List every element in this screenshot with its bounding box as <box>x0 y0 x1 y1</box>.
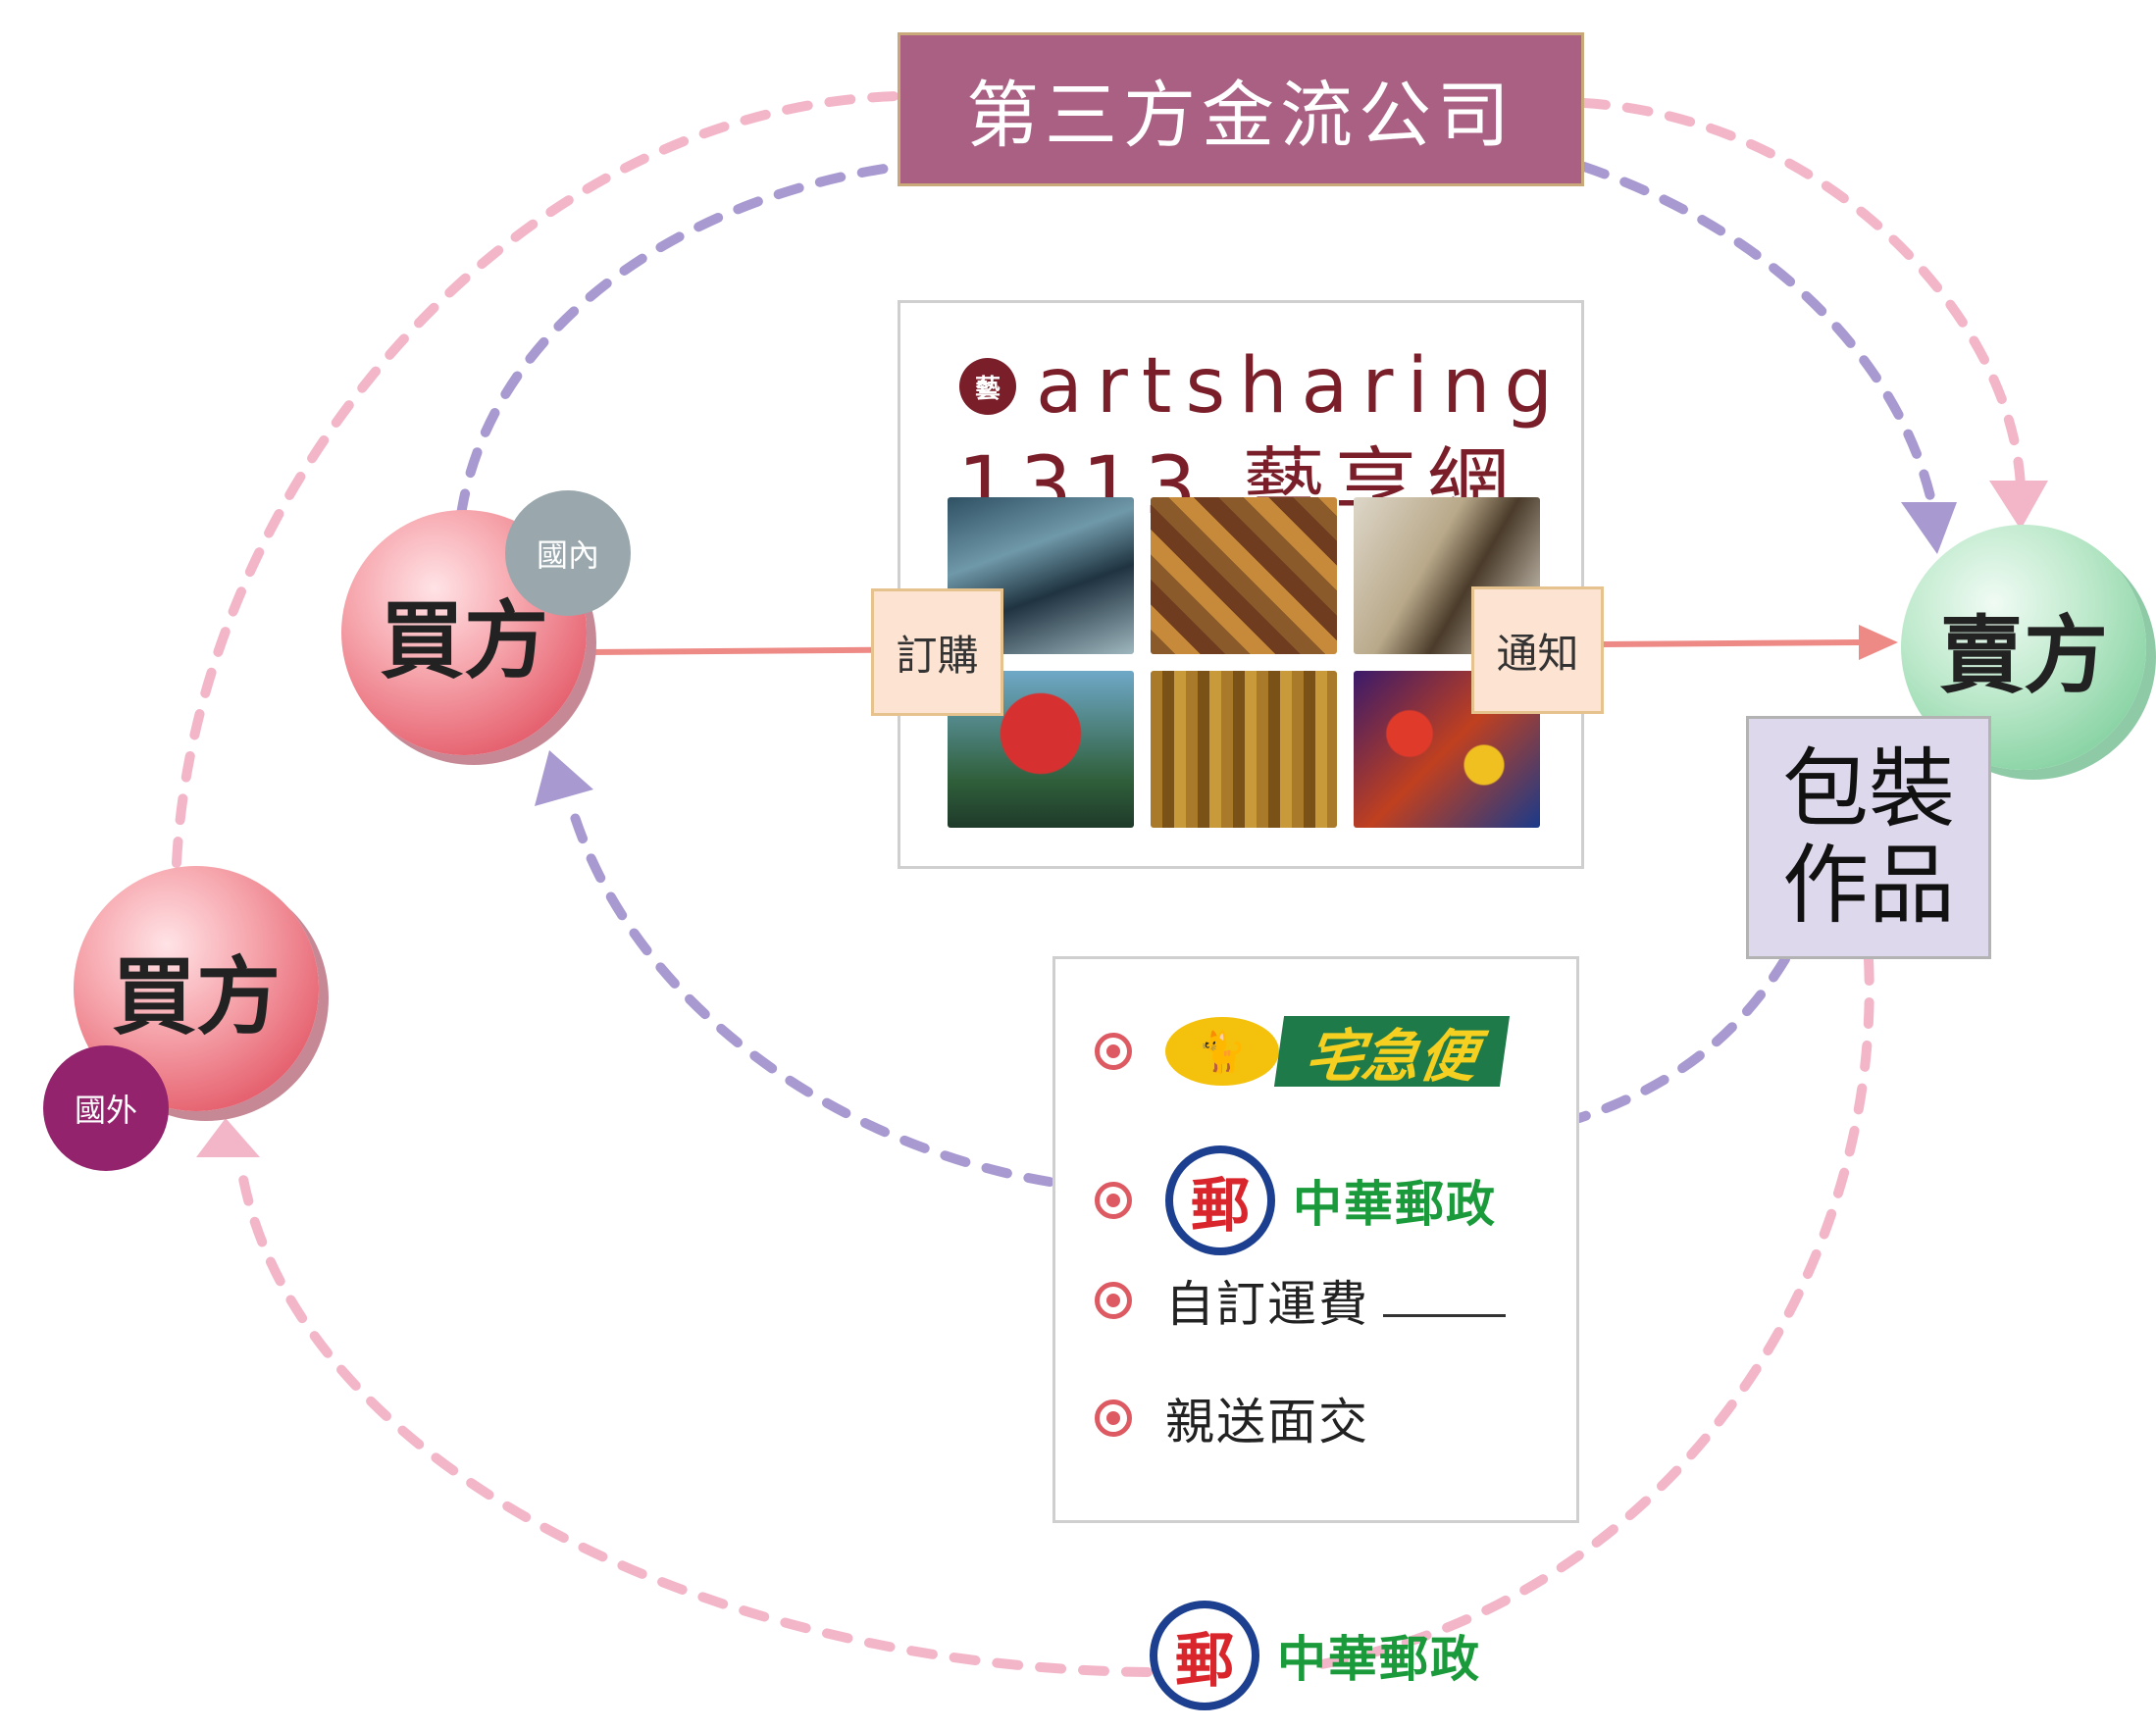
arrowhead-pink-foreign-buyer <box>196 1118 260 1157</box>
artwork-thumbnail <box>1151 671 1337 828</box>
third-party-payment-box: 第三方金流公司 <box>898 32 1584 186</box>
shipping-options-card: 🐈 宅急便 郵 中華郵政 自訂運費 親送面交 <box>1052 956 1579 1523</box>
custom-shipping-label: 自訂運費 <box>1165 1276 1369 1333</box>
domestic-buyer-label: 買方 <box>380 591 548 690</box>
platform-logo-text: artsharing <box>1036 342 1567 431</box>
shipping-option-in-person: 親送面交 <box>1095 1383 1369 1453</box>
bullet-icon <box>1095 1182 1132 1219</box>
order-tag: 訂購 <box>871 588 1003 716</box>
payment-company-label: 第三方金流公司 <box>966 74 1515 158</box>
post-name: 中華郵政 <box>1293 1176 1497 1233</box>
notify-tag: 通知 <box>1471 586 1604 714</box>
post-emblem-icon: 郵 <box>1150 1601 1259 1710</box>
purple-dashed-payment-to-seller <box>1579 162 1937 510</box>
notify-label: 通知 <box>1496 629 1579 678</box>
pink-dashed-bottom-post-to-foreign-buyer <box>235 1157 1153 1677</box>
seller-label: 賣方 <box>1939 606 2108 705</box>
purple-dashed-packaging-to-shipping <box>1574 954 1790 1123</box>
pink-dashed-packaging-to-bottom-post <box>1300 954 1874 1672</box>
artsharing-platform-card: 藝 artsharing 1313 藝享網 <box>898 300 1584 869</box>
arrowhead-purple-domestic-buyer <box>535 750 593 806</box>
pink-dashed-foreign-buyer-to-payment <box>172 91 902 868</box>
purple-dashed-shipping-to-domestic-buyer <box>569 809 1054 1187</box>
domestic-badge: 國內 <box>505 490 631 616</box>
platform-logo: 藝 artsharing <box>959 342 1566 431</box>
purple-dashed-domestic-buyer-to-payment <box>456 162 902 520</box>
post-emblem-icon: 郵 <box>1165 1145 1275 1255</box>
shipping-option-chunghwa-post: 郵 中華郵政 <box>1095 1145 1497 1255</box>
pink-dashed-payment-to-seller <box>1579 98 2026 490</box>
seller-node: 賣方 <box>1901 525 2146 770</box>
shipping-option-custom: 自訂運費 <box>1095 1265 1506 1336</box>
fee-blank-line <box>1383 1285 1506 1317</box>
in-person-label: 親送面交 <box>1165 1394 1369 1450</box>
domestic-badge-label: 國內 <box>536 536 599 574</box>
shipping-option-takkyubin: 🐈 宅急便 <box>1095 1016 1511 1090</box>
takkyubin-logo: 宅急便 <box>1273 1016 1511 1090</box>
bullet-icon <box>1095 1033 1132 1070</box>
packaging-line1: 包裝 <box>1781 738 1955 840</box>
bullet-icon <box>1095 1399 1132 1437</box>
arrowhead-pink-seller <box>1989 481 2048 530</box>
foreign-badge: 國外 <box>43 1045 169 1171</box>
artsharing-seal-icon: 藝 <box>959 358 1016 415</box>
order-label: 訂購 <box>896 631 979 680</box>
domestic-buyer-node: 買方 <box>341 510 587 755</box>
artwork-thumbnail <box>1151 497 1337 654</box>
arrowhead-solid-seller <box>1859 625 1898 660</box>
arrowhead-purple-seller <box>1901 502 1957 554</box>
packaging-line2: 作品 <box>1781 835 1955 936</box>
foreign-badge-label: 國外 <box>74 1092 137 1129</box>
bullet-icon <box>1095 1282 1132 1319</box>
post-name: 中華郵政 <box>1277 1631 1481 1688</box>
international-post-logo: 郵 中華郵政 <box>1150 1601 1481 1710</box>
packaging-box: 包裝 作品 <box>1746 716 1991 959</box>
foreign-buyer-label: 買方 <box>112 947 281 1046</box>
black-cat-icon: 🐈 <box>1165 1017 1279 1086</box>
